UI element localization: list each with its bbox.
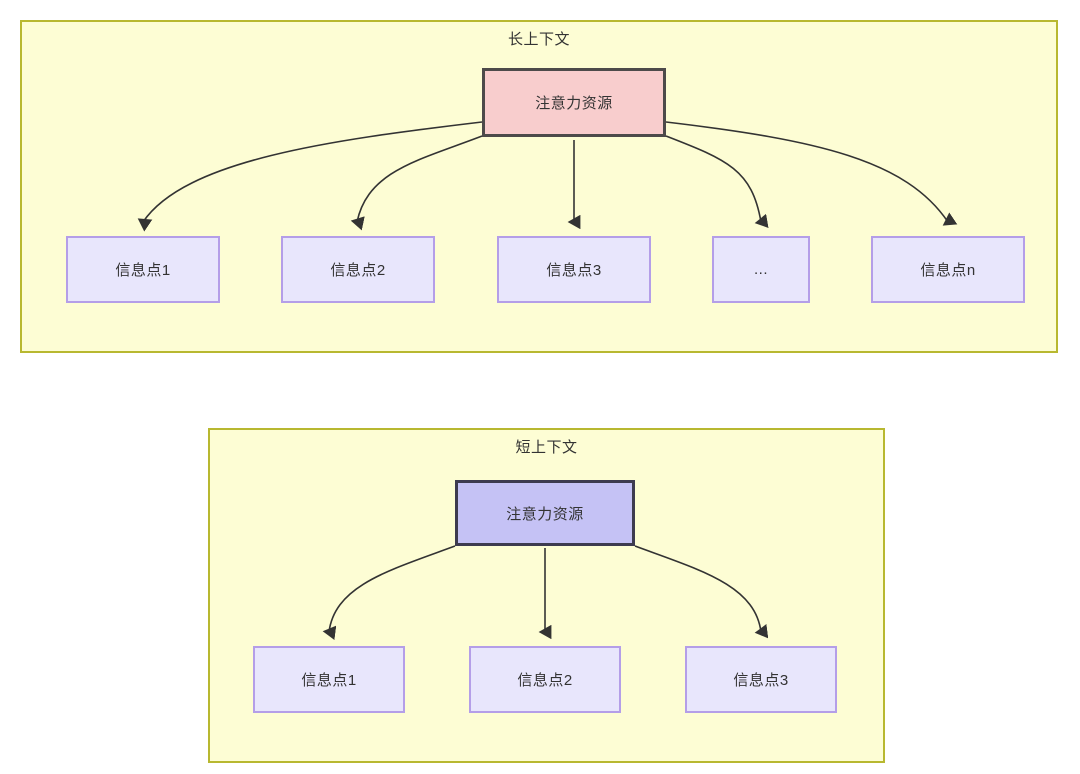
node-long-attention-resource[interactable]: 注意力资源 bbox=[482, 68, 666, 137]
node-long-info-3[interactable]: 信息点3 bbox=[497, 236, 651, 303]
node-short-info-1[interactable]: 信息点1 bbox=[253, 646, 405, 713]
node-short-info-2[interactable]: 信息点2 bbox=[469, 646, 621, 713]
node-label: ... bbox=[753, 261, 768, 278]
node-label: 信息点3 bbox=[546, 262, 602, 279]
node-label: 信息点2 bbox=[517, 672, 573, 689]
node-label: 信息点3 bbox=[733, 672, 789, 689]
node-long-info-ellipsis[interactable]: ... bbox=[712, 236, 810, 303]
node-short-info-3[interactable]: 信息点3 bbox=[685, 646, 837, 713]
node-long-info-n[interactable]: 信息点n bbox=[871, 236, 1025, 303]
node-label: 信息点n bbox=[920, 262, 976, 279]
node-label: 信息点2 bbox=[330, 262, 386, 279]
node-long-info-2[interactable]: 信息点2 bbox=[281, 236, 435, 303]
node-label: 注意力资源 bbox=[506, 505, 584, 523]
node-label: 注意力资源 bbox=[535, 95, 613, 112]
node-label: 信息点1 bbox=[115, 262, 171, 279]
node-long-info-1[interactable]: 信息点1 bbox=[66, 236, 220, 303]
node-short-attention-resource[interactable]: 注意力资源 bbox=[455, 480, 635, 546]
panel-long-context-title: 长上下文 bbox=[507, 31, 570, 48]
node-label: 信息点1 bbox=[301, 672, 357, 689]
panel-short-context-title: 短上下文 bbox=[515, 439, 578, 456]
